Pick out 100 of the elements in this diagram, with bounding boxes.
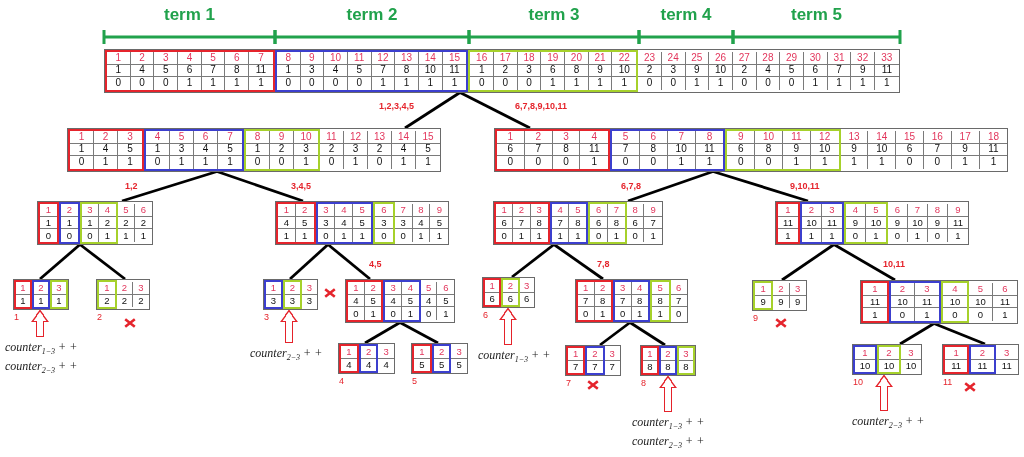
value-cell: 4 [412,216,431,229]
value-cell: 11 [948,216,968,229]
value-cell: 5 [353,216,371,229]
value-cell-text: 8 [682,360,690,373]
index-cell: 5 [170,131,194,144]
value-cell: 7 [827,64,852,77]
flag-cell: 1 [513,229,531,242]
value-cell: 5 [218,143,242,156]
value-cell: 10 [802,216,822,229]
index-cell: 3 [901,347,921,360]
value-cell: 6 [727,143,756,156]
value-cell: 8 [640,143,668,156]
index-cell: 5 [612,131,640,144]
index-cell: 11 [320,131,344,144]
flag-cell: 0 [246,156,270,169]
index-cell: 3 [822,204,842,217]
flag-cell: 1 [344,156,368,169]
flag-cell: 1 [802,229,822,242]
value-cell: 10 [612,64,637,77]
value-cell: 10 [810,143,839,156]
value-cell: 3 [375,216,393,229]
index-cell: 26 [709,52,733,65]
flag-cell: 0 [70,156,94,169]
index-cell: 8 [276,52,301,65]
value-cell-text: 9 [794,295,802,308]
value-cell-text: 8 [664,360,672,373]
leaf-number: 4 [339,376,344,386]
flag-cell-text: 1 [871,308,879,321]
index-cell: 1 [496,204,514,217]
index-cell: 11 [347,52,372,65]
index-cell: 10 [324,52,348,65]
index-cell: 2 [61,204,78,217]
value-cell: 2 [135,216,152,229]
index-cell: 3 [52,282,66,295]
flag-cell: 1 [178,77,202,90]
flag-cell-text: 1 [636,307,644,320]
index-cell: 1 [40,204,57,217]
flag-cell: 0 [154,77,179,90]
index-cell: 2 [117,282,133,295]
index-cell: 7 [249,52,273,65]
value-cell: 4 [392,143,416,156]
value-cell: 7 [551,216,570,229]
flag-cell: 0 [969,308,993,321]
index-cell: 2 [503,280,518,293]
edge-label: 7,8 [596,259,611,270]
index-cell: 4 [580,131,609,144]
value-cell: 11 [580,143,609,156]
index-cell: 9 [727,131,756,144]
flag-cell-text: 0 [675,307,683,320]
flag-cell: 1 [278,229,296,242]
flag-cell: 0 [130,77,155,90]
flag-cell: 0 [727,156,756,169]
index-cell: 14 [392,131,416,144]
index-cell: 6 [194,131,218,144]
flag-cell: 1 [685,77,710,90]
edge-label: 6,7,8 [620,181,643,192]
flag-cell: 0 [627,229,645,242]
value-cell: 1 [246,143,270,156]
value-cell: 11 [915,295,939,308]
flag-cell: 0 [888,229,908,242]
index-cell: 2 [295,204,314,217]
flag-cell: 0 [470,77,494,90]
value-cell: 4 [348,294,365,307]
flag-cell-text: 1 [406,307,415,320]
value-cell: 4 [324,64,348,77]
flag-cell: 1 [840,156,869,169]
flag-cell-text: 1 [450,77,459,90]
flag-cell-text: 0 [380,229,388,242]
term-label: term 1 [164,5,215,25]
counter-formula: counter$_{1−3}$ + + [478,348,551,367]
flag-cell-text: 1 [923,308,931,321]
edge-label: 10,11 [882,259,907,270]
value-cell: 8 [755,143,783,156]
value-cell: 3 [394,216,413,229]
flag-cell: 1 [908,229,928,242]
flag-cell: 1 [588,77,613,90]
index-cell: 3 [519,280,534,293]
index-cell: 5 [652,282,669,295]
index-cell: 1 [497,131,525,144]
value-cell: 9 [588,64,613,77]
value-cell: 4 [385,294,403,307]
value-cell-text: 6 [506,292,515,305]
index-cell: 16 [470,52,494,65]
value-cell: 11 [778,216,798,229]
index-cell: 2 [513,204,531,217]
term-label: term 5 [791,5,842,25]
flag-cell: 1 [371,77,396,90]
index-cell: 2 [971,347,994,360]
index-cell: 1 [348,282,365,295]
value-cell-text: 5 [455,358,463,371]
index-cell: 1 [643,348,657,361]
flag-cell: 0 [756,77,781,90]
flag-cell: 1 [412,229,431,242]
index-cell: 5 [866,204,886,217]
flag-cell: 0 [524,156,553,169]
flag-cell-text: 0 [44,229,53,242]
term-label: term 2 [346,5,398,25]
index-cell: 1 [568,348,584,361]
value-cell-text: 7 [608,360,616,373]
value-cell: 8 [607,216,626,229]
